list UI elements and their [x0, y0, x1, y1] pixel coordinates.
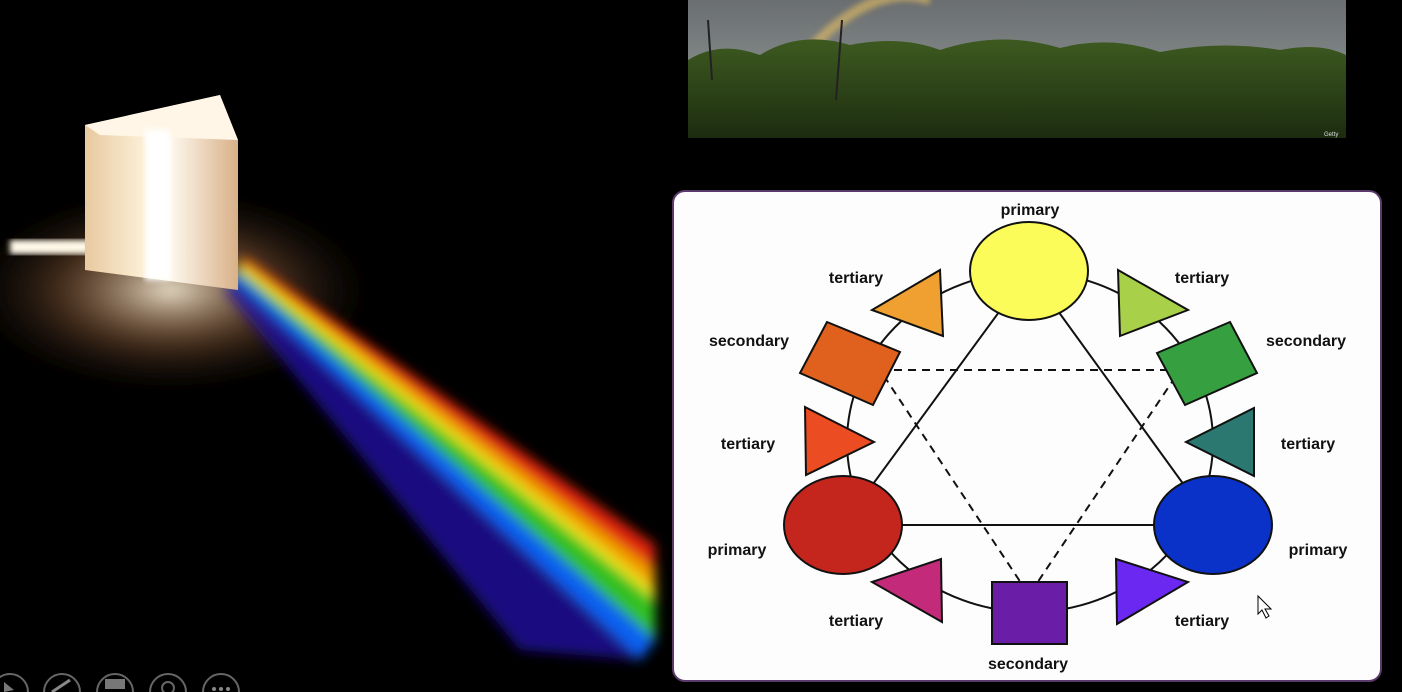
label-tertiary-top-right: tertiary: [1175, 270, 1229, 287]
label-primary-right: primary: [1289, 542, 1348, 559]
label-secondary-right: secondary: [1266, 333, 1346, 350]
label-tertiary-bottom-right: tertiary: [1175, 613, 1229, 630]
primary-triangle: [841, 269, 1215, 526]
yellow-primary: [969, 221, 1089, 321]
label-tertiary-bottom-left: tertiary: [829, 613, 883, 630]
label-tertiary-top-left: tertiary: [829, 270, 883, 287]
presenter-controls: [0, 673, 240, 692]
prism-photo: [0, 95, 655, 660]
green-secondary: [1155, 320, 1259, 407]
rainforest-photo: Getty: [688, 0, 1346, 138]
yellow-orange-tertiary: [869, 268, 945, 338]
blue-violet-tertiary: [1114, 557, 1191, 626]
label-primary-left: primary: [708, 542, 767, 559]
photo-credit: Getty: [1324, 132, 1338, 138]
red-violet-tertiary: [869, 557, 944, 624]
label-secondary-left: secondary: [709, 333, 789, 350]
zoom-icon[interactable]: [149, 673, 187, 692]
label-tertiary-right: tertiary: [1281, 436, 1335, 453]
label-secondary-bottom: secondary: [988, 656, 1068, 673]
more-icon[interactable]: [202, 673, 240, 692]
color-wheel-diagram: primary tertiary tertiary secondary seco…: [672, 190, 1382, 682]
yellow-green-tertiary: [1116, 268, 1191, 338]
blue-primary: [1153, 475, 1273, 575]
previous-icon[interactable]: [0, 673, 29, 692]
red-orange-tertiary: [803, 405, 877, 477]
label-primary-top: primary: [1001, 202, 1060, 219]
rainbow-beam: [225, 258, 655, 660]
blue-green-tertiary: [1183, 406, 1255, 478]
violet-secondary: [991, 581, 1068, 645]
label-tertiary-left: tertiary: [721, 436, 775, 453]
secondary-triangle: [878, 369, 1182, 597]
cursor-icon: [1257, 594, 1273, 619]
red-primary: [783, 475, 903, 575]
pen-icon[interactable]: [43, 673, 81, 692]
orange-secondary: [798, 320, 902, 407]
slides-icon[interactable]: [96, 673, 134, 692]
